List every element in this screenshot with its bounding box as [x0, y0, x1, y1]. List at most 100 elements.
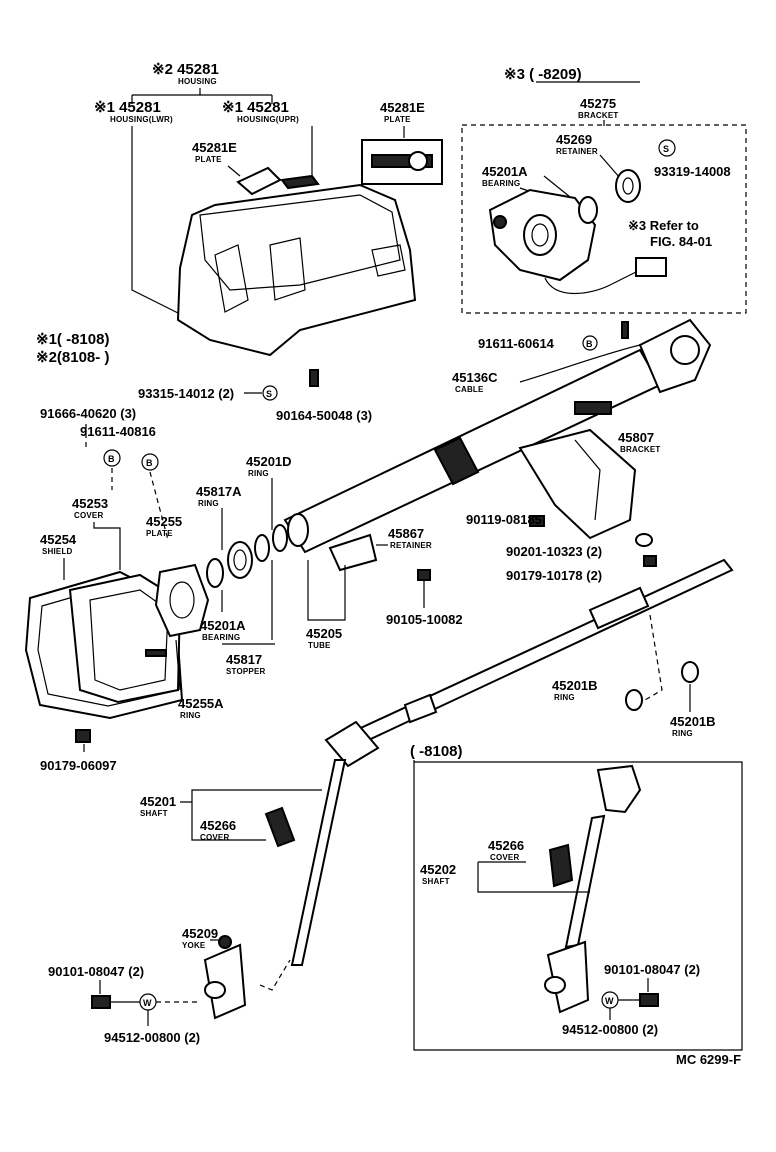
bracket-45807-part-number: 45807: [618, 430, 654, 445]
plate-45255-part-number: 45255: [146, 514, 182, 529]
tube-45205-part-number: 45205: [306, 626, 342, 641]
plate-e-large-emblem: [408, 151, 428, 171]
washer-90201-part-number: 90201-10323 (2): [506, 544, 602, 559]
ring-45201d: [272, 524, 288, 552]
housing-upper-part-name: HOUSING(UPR): [237, 115, 299, 124]
left-bolts-dashed-leaders: [111, 468, 169, 541]
housing-part-number: ※2 45281: [152, 61, 219, 78]
plate-45255: [154, 563, 210, 638]
stopper-45817: [227, 541, 253, 579]
cover-45266-1-part-name: COVER: [200, 833, 229, 842]
bolt-91666-b-symbol: B: [108, 454, 115, 464]
bolt-91611-60614: [621, 321, 629, 339]
tube-45205-bracket: [307, 560, 346, 621]
plate-e-large-group: 45281E PLATE: [361, 100, 443, 185]
cover-45253-tab: [145, 649, 167, 657]
housing-vent: [280, 174, 320, 190]
yoke-45209-part-number: 45209: [182, 926, 218, 941]
plate-e-large-part-name: PLATE: [384, 115, 411, 124]
yoke-45209-part-name: YOKE: [182, 941, 206, 950]
bracket-45807-edge: [574, 439, 601, 521]
bracket-45275-wire: [544, 269, 641, 295]
housing-openings: [214, 237, 306, 313]
screw-93315-s-symbol: S: [266, 389, 272, 399]
housing-drawing: [176, 166, 417, 357]
ring-45201b-1-part-number: 45201B: [552, 678, 598, 693]
yoke-45209-eye: [204, 981, 226, 999]
nut-90179-10178-part-number: 90179-10178 (2): [506, 568, 602, 583]
cover-45266-1: [264, 806, 296, 848]
ring-45817a: [254, 534, 270, 562]
steering-intermediate-shaft: [290, 759, 347, 966]
washer-94512-1-part-number: 94512-00800 (2): [104, 1030, 200, 1045]
nut-90105-part-number: 90105-10082: [386, 612, 463, 627]
steering-shaft-collar: [588, 586, 650, 630]
ring-45255a-part-name: RING: [180, 711, 201, 720]
ring-45201b-dashed-leader: [644, 614, 663, 701]
plate-e-large-part-number: 45281E: [380, 100, 425, 115]
inset-title: ( -8108): [410, 743, 463, 760]
retainer-45867-part-number: 45867: [388, 526, 424, 541]
screw-90164-part-number: 90164-50048 (3): [276, 408, 372, 423]
ring-45201b-2-part-name: RING: [672, 729, 693, 738]
bolt-91611-b-symbol-circle: [582, 335, 598, 351]
column-tube-drawing: [283, 318, 712, 554]
plate-e-small-part-number: 45281E: [192, 140, 237, 155]
column-tube-end: [287, 513, 309, 547]
yoke-45209-bolt-head: [218, 935, 232, 949]
cover-45253-inner: [89, 589, 169, 691]
nut-90179-06097: [75, 729, 91, 743]
shield-45254-part-name: SHIELD: [42, 547, 73, 556]
bolt-90101-2-part-number: 90101-08047 (2): [604, 962, 700, 977]
bolt-90101-1: [91, 995, 111, 1009]
stopper-45817-part-number: 45817: [226, 652, 262, 667]
bracket-45807: [518, 428, 637, 540]
bolt-91666-part-number: 91666-40620 (3): [40, 406, 136, 421]
bracket-45807-part-name: BRACKET: [620, 445, 661, 454]
shaft-45201-bracket: [180, 789, 322, 841]
cable-45136c-part-number: 45136C: [452, 370, 498, 385]
plate-45255-hole: [169, 581, 195, 619]
yoke-45209: [203, 943, 247, 1020]
nut-90105: [417, 569, 431, 581]
cable-45136c-part-name: CABLE: [455, 385, 484, 394]
retainer-45867-part-name: RETAINER: [390, 541, 432, 550]
nut-90119: [529, 515, 545, 527]
inset-yoke-eye: [544, 976, 566, 994]
housing-lower-part-name: HOUSING(LWR): [110, 115, 173, 124]
bolt-91611-40816-part-number: 91611-40816: [80, 424, 156, 439]
housing-top-face: [199, 194, 401, 291]
screw-93315-s-symbol-circle: [262, 385, 278, 401]
steering-shaft-drawing: [259, 558, 734, 991]
shaft-45202: [564, 814, 606, 949]
stopper-45817-inner: [233, 549, 247, 571]
note-1: ※1( -8108): [36, 331, 109, 348]
bolt-91611-b-symbol: B: [586, 339, 593, 349]
housing-label-group: ※2 45281 HOUSING ※1 45281 HOUSING(LWR) ※…: [94, 61, 313, 316]
retainer-45867: [328, 533, 378, 572]
bolt-90101-2: [639, 993, 659, 1007]
bolt-91611-40816-b-symbol-circle: [141, 453, 159, 471]
bolt-s-symbol-circle: [658, 139, 676, 157]
cover-45266-2-part-number: 45266: [488, 838, 524, 853]
stopper-45817-part-name: STOPPER: [226, 667, 266, 676]
housing-lower-part-number: ※1 45281: [94, 99, 161, 116]
steering-shaft-dashed-end: [259, 959, 291, 991]
shaft-45202-part-number: 45202: [420, 862, 456, 877]
cover-45253-part-number: 45253: [72, 496, 108, 511]
bolt-91666-b-symbol-circle: [103, 449, 121, 467]
shaft-45202-bracket: [477, 861, 590, 893]
ring-45255a-leader: [175, 639, 181, 691]
screw-93315-part-number: 93315-14012 (2): [138, 386, 234, 401]
bolt-91611-40816-b-symbol: B: [146, 458, 153, 468]
steering-shaft-spline: [403, 693, 438, 724]
ring-45201d-part-number: 45201D: [246, 454, 292, 469]
housing-part-name: HOUSING: [178, 77, 217, 86]
plate-e-small: [236, 166, 282, 196]
bracket-45275-bore-inner: [531, 223, 549, 247]
bearing-45201a-part-name: BEARING: [202, 633, 240, 642]
bolt-93319-part-number: 93319-14008: [654, 164, 731, 179]
column-tube-head-bore: [670, 335, 700, 365]
inset-8108-group: ( -8108) 45266 COVER 45202 SHAFT 90101-0…: [410, 743, 743, 1051]
